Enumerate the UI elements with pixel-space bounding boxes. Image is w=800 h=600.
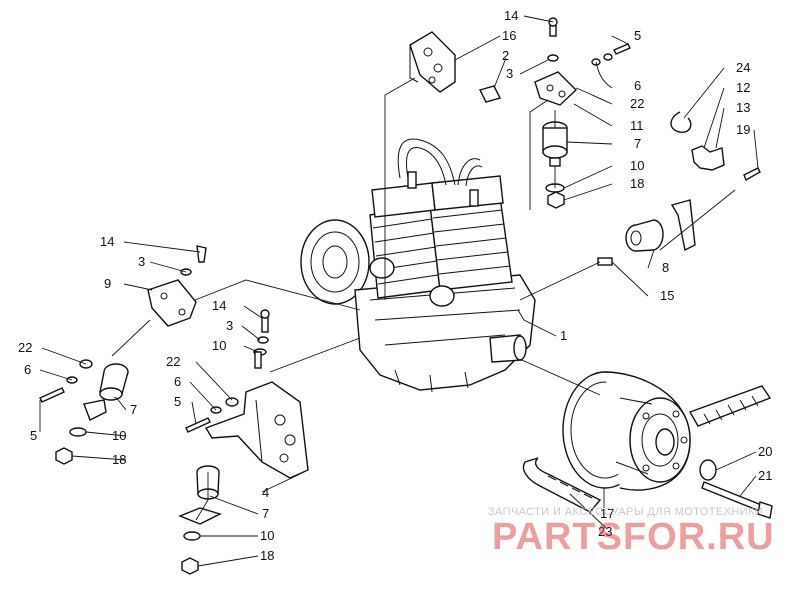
bolt-19 [743,167,761,182]
washer-22-middle [225,397,239,407]
washer-6-top [591,53,613,66]
callout-10: 10 [212,338,226,353]
callout-14: 14 [212,298,226,313]
callout-18: 18 [260,548,274,563]
bolt-5-top [613,43,631,55]
drive-belt-23 [522,385,772,513]
callout-18: 18 [630,176,644,191]
stud-15 [597,257,613,266]
upper-mount-plate [534,71,578,106]
callout-7: 7 [130,402,137,417]
callout-6: 6 [174,374,181,389]
washer-10-left [69,427,87,437]
callout-10: 10 [630,158,644,173]
callout-labels: 14 16 2 3 5 6 22 11 7 10 18 24 12 13 19 … [18,8,772,563]
callout-10: 10 [260,528,274,543]
callout-5: 5 [174,394,181,409]
callout-17: 17 [600,506,614,521]
washer-10-middle [253,348,267,369]
callout-7: 7 [634,136,641,151]
upper-engine-bracket [409,31,456,93]
washer-10-bottom [183,531,201,541]
bracket-plate-bottom [178,507,222,525]
callout-18: 18 [112,452,126,467]
snap-ring-24 [670,111,692,133]
callout-24: 24 [736,60,750,75]
engine-assembly [300,138,536,393]
callout-15: 15 [660,288,674,303]
mount-rubber-7-top [542,121,568,167]
washer-20 [699,459,717,481]
callout-19: 19 [736,122,750,137]
callout-13: 13 [736,100,750,115]
mount-plate-9 [147,279,197,327]
bracket-clip [478,85,502,103]
callout-14: 14 [100,234,114,249]
callout-21: 21 [758,468,772,483]
bracket-12-13 [691,145,725,171]
callout-22: 22 [18,340,32,355]
washer-3-top [547,54,559,62]
callout-1: 1 [560,328,567,343]
torque-arm [670,199,696,252]
callout-5: 5 [634,28,641,43]
callout-8: 8 [662,260,669,275]
callout-12: 12 [736,80,750,95]
clutch-bolt-21 [701,481,773,519]
nut-18-bottom [181,557,199,575]
mount-rubber-7-left [99,363,129,401]
bolt-14-left [196,245,207,263]
nut-18-left [55,447,73,465]
watermark-tagline: ЗАПЧАСТИ И АКСЕССУАРЫ ДЛЯ МОТОТЕХНИКИ [488,506,764,518]
callout-20: 20 [758,444,772,459]
bolt-5-middle [185,417,211,433]
torque-damper-8 [625,219,664,252]
bolt-5-left [39,387,65,403]
callout-16: 16 [502,28,516,43]
callout-3: 3 [226,318,233,333]
callout-22: 22 [630,96,644,111]
nut-18-top [547,191,565,209]
callout-11: 11 [630,118,644,133]
callout-10: 10 [112,428,126,443]
drive-clutch-17 [562,371,691,491]
callout-4: 4 [262,485,269,500]
reference-lines [111,77,736,521]
callout-leaders [39,15,759,567]
mount-bracket-4 [204,381,309,479]
callout-22: 22 [166,354,180,369]
washer-3-middle [257,336,269,344]
callout-3: 3 [138,254,145,269]
watermark-logo: PARTSFOR.RU [492,516,775,558]
callout-7: 7 [262,506,269,521]
bolt-14-middle [260,309,270,333]
callout-3: 3 [506,66,513,81]
callout-5: 5 [30,428,37,443]
callout-23: 23 [598,524,612,539]
callout-6: 6 [634,78,641,93]
callout-2: 2 [502,48,509,63]
bolt-14-top [548,17,558,37]
callout-14: 14 [504,8,518,23]
mount-bracket-left-small [83,399,107,421]
callout-9: 9 [104,276,111,291]
callout-6: 6 [24,362,31,377]
